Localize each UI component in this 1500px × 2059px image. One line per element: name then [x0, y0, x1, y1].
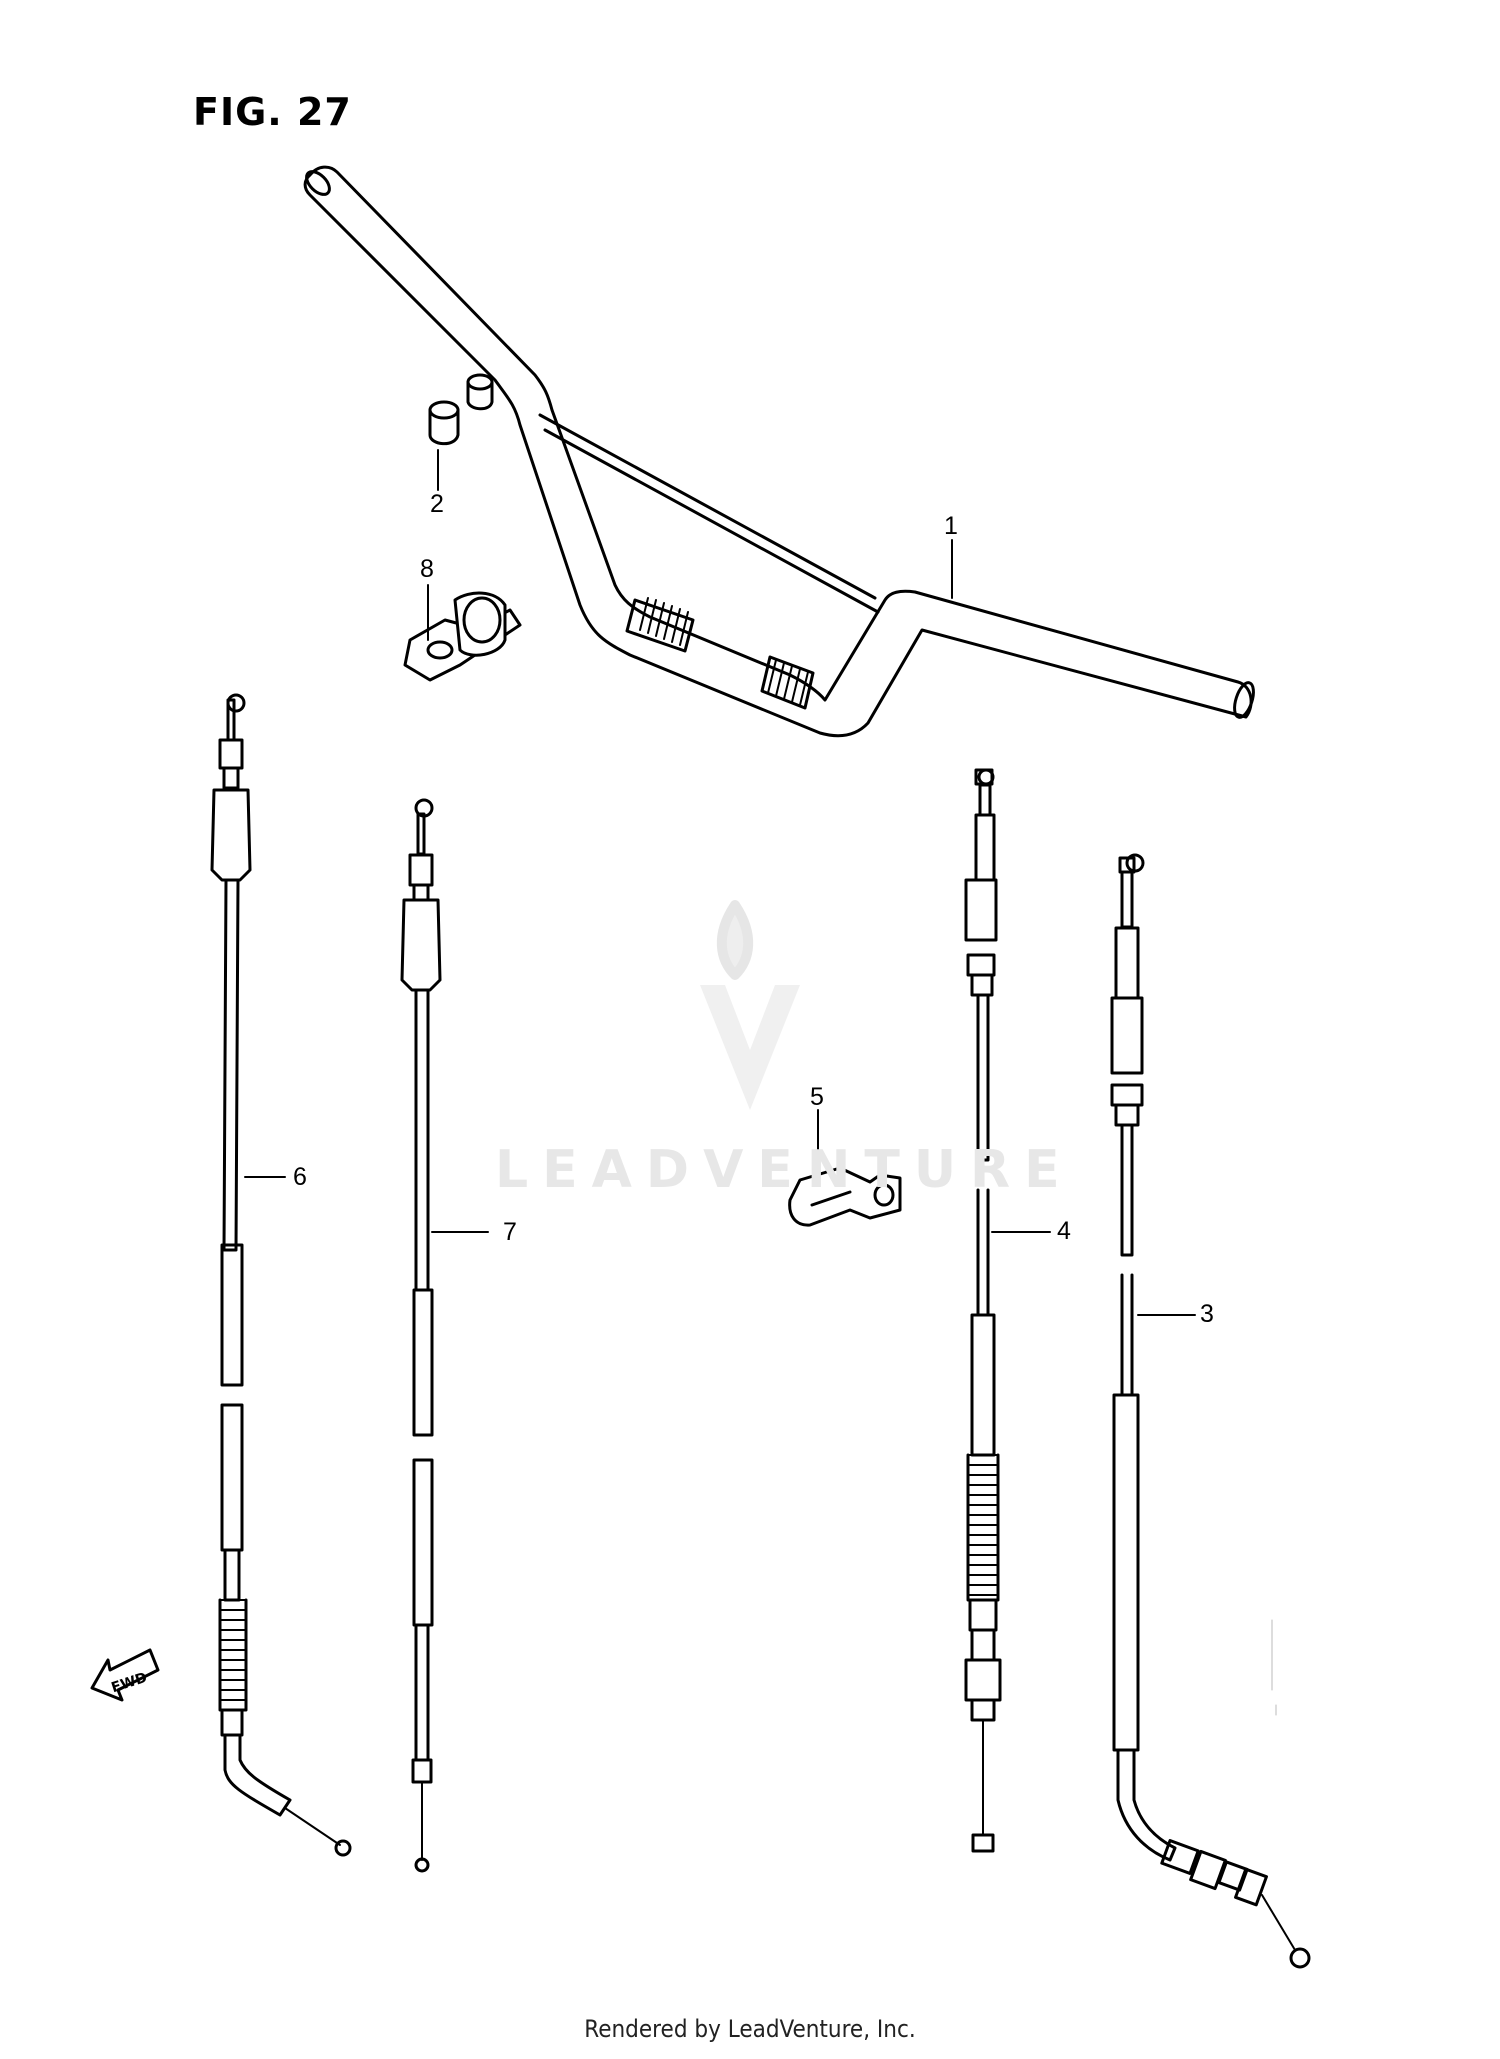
- callout-2: 2: [430, 490, 444, 518]
- cable-part-4: [964, 768, 1002, 1853]
- cable-part-6: [210, 693, 352, 1857]
- handlebar: [303, 165, 1255, 738]
- watermark-text: LEADVENTURE: [495, 1140, 1074, 1200]
- bushing: [428, 373, 494, 446]
- cable-clip: [788, 1166, 902, 1227]
- cable-part-7: [400, 798, 442, 1873]
- handlebar-clamp: [403, 591, 522, 682]
- callout-6: 6: [293, 1163, 307, 1191]
- scan-marks: [1271, 1619, 1277, 1716]
- callout-1: 1: [944, 512, 958, 540]
- footer-credit: Rendered by LeadVenture, Inc.: [584, 2015, 916, 2043]
- callout-7: 7: [503, 1218, 517, 1246]
- watermark-logo-icon: [700, 900, 800, 1110]
- cable-part-3: [1110, 853, 1311, 1969]
- callout-5: 5: [810, 1083, 824, 1111]
- figure-title: FIG. 27: [193, 90, 352, 134]
- callout-3: 3: [1200, 1300, 1214, 1328]
- callout-8: 8: [420, 555, 434, 583]
- callout-4: 4: [1057, 1217, 1071, 1245]
- fwd-arrow-icon: [90, 1648, 160, 1702]
